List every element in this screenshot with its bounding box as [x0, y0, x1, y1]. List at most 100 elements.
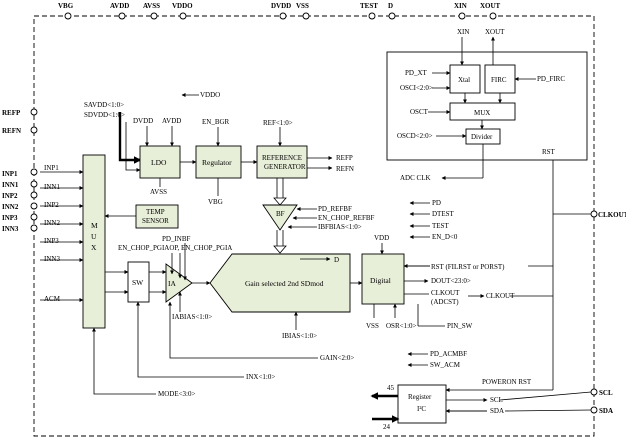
pin-label-scl: SCL	[599, 389, 613, 397]
pin-label-refp: REFP	[2, 109, 21, 117]
temp-label-2: SENSOR	[142, 217, 169, 225]
regulator-block	[195, 145, 242, 179]
pin-label-inp1: INP1	[2, 170, 18, 178]
input-mux-block	[82, 154, 106, 329]
digital-vdd-label: VDD	[374, 234, 389, 242]
vbg-label: VBG	[208, 198, 223, 206]
sig-inp1: INP1	[44, 164, 59, 172]
pin-d	[388, 12, 396, 20]
ldo-dvdd-label: DVDD	[133, 117, 153, 125]
vddo-label: VDDO	[200, 91, 220, 99]
en-bgr-label: EN_BGR	[202, 118, 230, 126]
sig-inn3: INN3	[44, 255, 60, 263]
pd-label: PD	[432, 199, 441, 207]
pin-label-sda: SDA	[599, 407, 613, 415]
pin-xout	[489, 12, 497, 20]
pin-label-avdd: AVDD	[110, 2, 129, 10]
clkout-int-label: CLKOUT	[431, 289, 460, 297]
osci-label: OSCI<2:0>	[400, 84, 433, 92]
pin-label-test: TEST	[360, 2, 378, 10]
mux-letter-u: U	[91, 232, 97, 241]
digital-test-signals: PD DTEST TEST EN_D<0	[409, 199, 458, 241]
pin-inn1	[30, 180, 38, 188]
pin-refn	[30, 126, 38, 134]
pin-label-inn3: INN3	[2, 225, 19, 233]
register-label: Register	[408, 393, 432, 401]
pin-avss	[150, 12, 158, 20]
top-pins: VBG AVDD AVSS VDDO DVDD VSS TEST D XIN X…	[58, 2, 501, 20]
oscillator-block: XIN XOUT Xtal FIRC PD_XT OSCI<2:0> PD_FI…	[386, 28, 588, 390]
inx-label: INX<1:0>	[246, 373, 275, 381]
sw-acm-label: SW_ACM	[430, 361, 461, 369]
reg-scl-label: SCL	[490, 396, 503, 404]
pd-xt-label: PD_XT	[405, 69, 428, 77]
gain-label: GAIN<2:0>	[320, 354, 354, 362]
regulator-label: Regulator	[202, 158, 232, 167]
pd-firc-label: PD_FIRC	[537, 75, 565, 83]
firc-label: FIRC	[491, 76, 507, 84]
refn-out-label: REFN	[336, 165, 354, 173]
sig-inn2: INN2	[44, 219, 60, 227]
pin-refp	[30, 108, 38, 116]
sig-acm: ACM	[44, 295, 61, 303]
chip-boundary	[33, 15, 595, 437]
pin-label-dvdd: DVDD	[271, 2, 291, 10]
pin-inp2	[30, 191, 38, 199]
savdd-label: SAVDD<1:0>	[84, 101, 124, 109]
sdmod-label: Gain selected 2nd SDmod	[245, 279, 324, 288]
clkout-ext-label: CLKOUT	[486, 292, 515, 300]
adc-clk-label: ADC CLK	[400, 174, 431, 182]
en-chop-pgiaop-label: EN_CHOP_PGIAOP, EN_CHOP_PGIA	[118, 244, 232, 252]
adcst-label: (ADCST)	[431, 298, 459, 306]
digital-label: Digital	[370, 276, 391, 285]
pd-inbf-label: PD_INBF	[162, 235, 191, 243]
test-label: TEST	[432, 222, 449, 230]
rst-label: RST	[542, 148, 556, 156]
i2c-label: I²C	[417, 405, 426, 413]
pin-sda	[590, 406, 598, 414]
pin-vddo	[179, 12, 187, 20]
ibias-label: IBIAS<1:0>	[282, 332, 317, 340]
ldo-label: LDO	[151, 158, 167, 167]
register-i2c-block	[397, 384, 447, 424]
pin-label-inp2: INP2	[2, 192, 18, 200]
xtal-label: Xtal	[458, 76, 470, 84]
bf-buffer	[262, 204, 298, 231]
refp-out-label: REFP	[336, 154, 353, 162]
pin-vbg	[64, 12, 72, 20]
mux-letter-x: X	[91, 243, 97, 252]
iabias-label: IABIAS<1:0>	[172, 313, 212, 321]
pin-label-inn2: INN2	[2, 203, 19, 211]
osct-label: OSCT	[410, 108, 429, 116]
pin-label-vbg: VBG	[58, 2, 74, 10]
pin-avdd	[118, 12, 126, 20]
sw-label: SW	[132, 278, 144, 287]
ldo-avdd-label: AVDD	[162, 117, 181, 125]
ia-label: IA	[168, 279, 176, 288]
pin-dvdd	[279, 12, 287, 20]
pin-inp3	[30, 213, 38, 221]
ibfbias-label: IBFBIAS<1:0>	[318, 223, 362, 231]
rst-fil-label: RST (FILRST or PORST)	[431, 263, 505, 271]
mux-letter-m: M	[91, 221, 98, 230]
pin-clkout	[590, 210, 598, 218]
input-signals: INP1 INN1 INP2 INN2 INP3 INN3 ACM	[40, 164, 84, 303]
refgen-label-1: REFERENCE	[262, 154, 302, 162]
d-out-label: D	[334, 256, 339, 264]
pin-label-avss: AVSS	[143, 2, 160, 10]
firc-block	[484, 64, 516, 94]
pin-inn3	[30, 224, 38, 232]
pin-label-clkout: CLKOUT	[598, 211, 626, 219]
osc-xin-label: XIN	[457, 28, 469, 36]
bus-45-label: 45	[387, 384, 395, 392]
pin-sw-label: PIN_SW	[447, 322, 473, 330]
osr-label: OSR<1:0>	[386, 322, 417, 330]
pin-label-vss: VSS	[296, 2, 309, 10]
digital-vss-label: VSS	[366, 322, 379, 330]
pin-label-vddo: VDDO	[172, 2, 193, 10]
en-chop-refbf-label: EN_CHOP_REFBF	[318, 214, 375, 222]
pin-label-refn: REFN	[2, 127, 21, 135]
osc-xout-label: XOUT	[485, 28, 505, 36]
reference-generator-block	[256, 145, 308, 179]
